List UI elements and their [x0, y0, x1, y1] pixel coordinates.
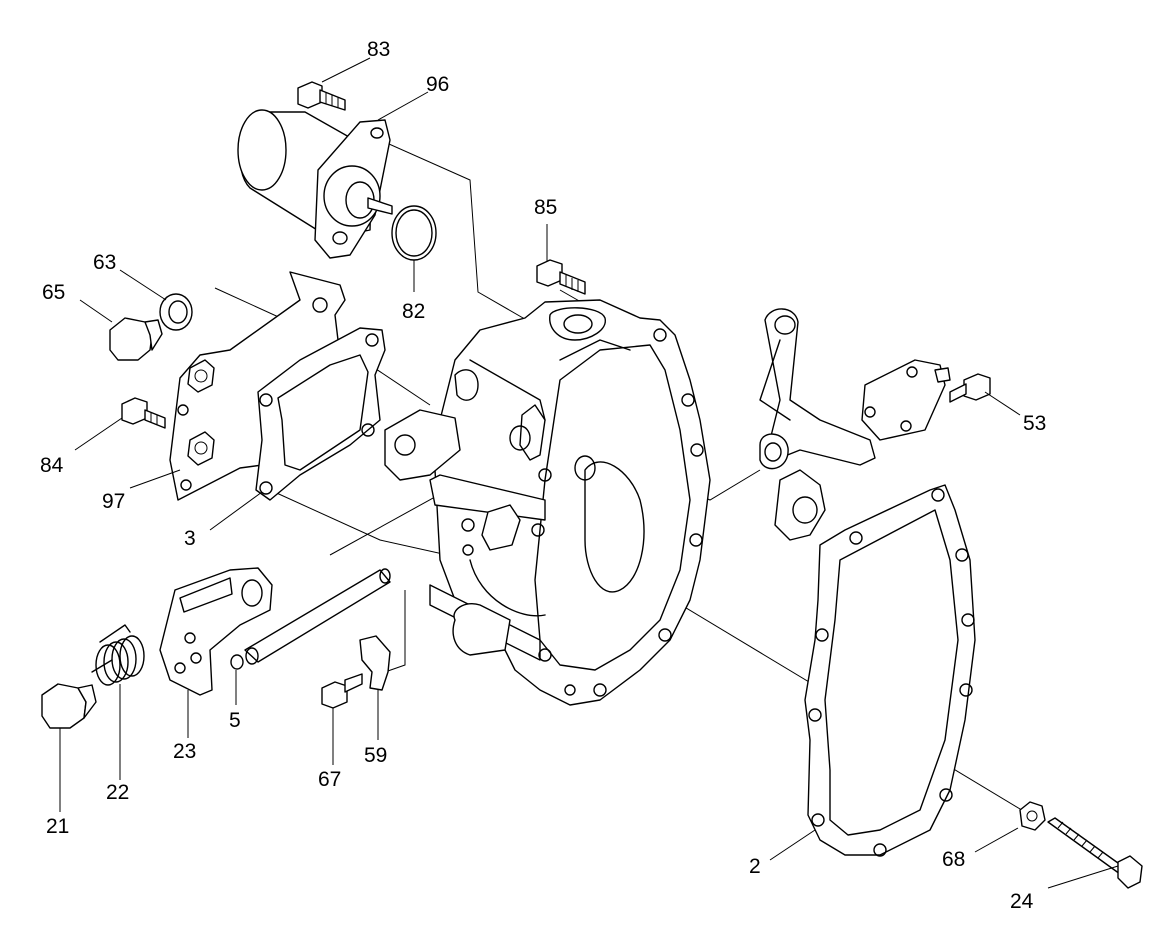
bolt-part-83	[297, 81, 346, 111]
o-ring-part-82	[391, 205, 437, 261]
o-ring-part-82-inner	[395, 209, 433, 257]
label-67: 67	[318, 768, 341, 791]
label-21: 21	[46, 815, 69, 838]
nut-part-68	[1019, 801, 1046, 831]
part-labels: 83 96 82 85 63 65 84 97 3 53 2 68 24 21 …	[40, 38, 1046, 913]
shaft-part	[244, 568, 391, 665]
label-84: 84	[40, 454, 64, 477]
lever-assembly	[759, 308, 951, 541]
bolt-part-67	[321, 673, 363, 709]
label-96: 96	[426, 73, 449, 96]
label-5: 5	[229, 709, 241, 732]
spring-part-22	[91, 624, 145, 686]
gasket-part-3	[255, 327, 386, 501]
label-59: 59	[364, 744, 387, 767]
label-83: 83	[367, 38, 390, 61]
bolt-part-53	[949, 373, 991, 403]
clip-part-59	[359, 635, 391, 691]
bolt-part-84	[121, 397, 166, 429]
label-3: 3	[184, 527, 196, 550]
main-housing	[384, 299, 711, 706]
label-23: 23	[173, 740, 196, 763]
label-68: 68	[942, 848, 965, 871]
label-82: 82	[402, 300, 425, 323]
plug-part-21	[41, 683, 97, 729]
label-22: 22	[106, 781, 129, 804]
label-24: 24	[1010, 890, 1034, 913]
solenoid-part-96	[237, 109, 393, 259]
label-2: 2	[749, 855, 761, 878]
leader-lines	[59, 57, 1119, 889]
bolt-part-85	[536, 259, 586, 295]
label-53: 53	[1023, 412, 1046, 435]
gasket-part-2	[804, 484, 976, 857]
label-65: 65	[42, 281, 65, 304]
ring-part-5	[230, 654, 244, 670]
label-63: 63	[93, 251, 116, 274]
bolt-part-24	[1047, 817, 1143, 889]
label-85: 85	[534, 196, 557, 219]
plug-part-65	[109, 317, 163, 361]
arm-part-23	[159, 567, 273, 696]
label-97: 97	[102, 490, 125, 513]
